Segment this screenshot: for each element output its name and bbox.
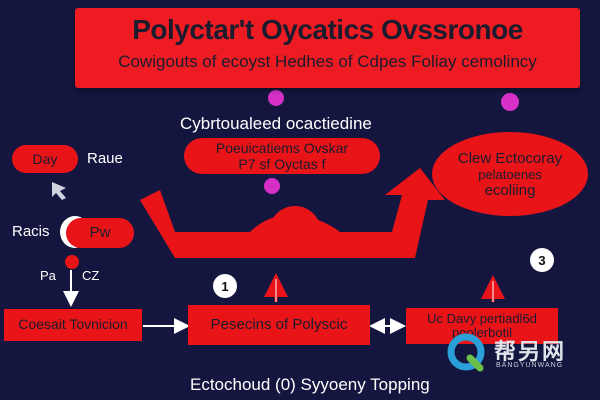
right-ellipse-line2: pelatoenes: [478, 166, 542, 182]
left-process-box: Coesait Tovnicion: [4, 309, 142, 341]
right-ellipse: Clew Ectocoray pelatoenes ecoliing: [432, 132, 588, 216]
center-pill-line1: Poeuicatiems Ovskar: [215, 139, 349, 156]
watermark-cjk: 帮另网: [494, 339, 567, 364]
pw-label: Pw: [89, 224, 111, 242]
cz-label: CZ: [82, 268, 100, 283]
watermark-logo-icon: [447, 333, 485, 372]
day-pill: Day: [12, 145, 78, 173]
right-process-line1: Uc Davy pertiadl6d: [427, 310, 537, 326]
cursor-arrow-icon: [52, 182, 66, 200]
title-banner: Polyctar't Oycatics Ovssronoe Cowigouts …: [75, 8, 580, 88]
big-red-flow-arrow: [140, 168, 445, 258]
magenta-node-icon-3: [264, 178, 280, 194]
watermark: 帮另网 BANGYUNWANG: [446, 330, 596, 376]
pa-label: Pa: [40, 268, 56, 283]
right-ellipse-line3: ecoliing: [484, 181, 536, 199]
racis-label: Racis: [12, 223, 50, 240]
center-pill-line2: P7 sf Oyctas f: [238, 156, 326, 172]
pw-pill: Pw: [66, 218, 134, 248]
step-number-1: 1: [213, 274, 237, 298]
magenta-node-icon-1: [268, 90, 284, 106]
diagram-title: Polyctar't Oycatics Ovssronoe: [132, 14, 523, 45]
middle-process-label: Pesecins of Polyscic: [210, 315, 348, 333]
middle-process-box: Pesecins of Polyscic: [188, 305, 370, 345]
step-number-3: 3: [530, 248, 554, 272]
center-pill: Poeuicatiems Ovskar P7 sf Oyctas f: [184, 138, 380, 174]
footer-caption: Ectochoud (0) Syyoeny Topping: [190, 375, 430, 394]
left-process-label: Coesait Tovnicion: [18, 316, 128, 333]
diagram-subtitle: Cowigouts of ecoyst Hedhes of Cdpes Foli…: [118, 52, 537, 71]
day-label: Day: [32, 150, 58, 167]
center-heading: Cybrtoualeed ocactiedine: [180, 114, 372, 133]
center-circle: [269, 206, 321, 258]
watermark-sub: BANGYUNWANG: [496, 362, 564, 369]
red-node-icon-left: [65, 255, 79, 269]
raue-label: Raue: [87, 150, 123, 167]
right-ellipse-line1: Clew Ectocoray: [457, 149, 563, 167]
magenta-node-icon-2: [501, 93, 519, 111]
